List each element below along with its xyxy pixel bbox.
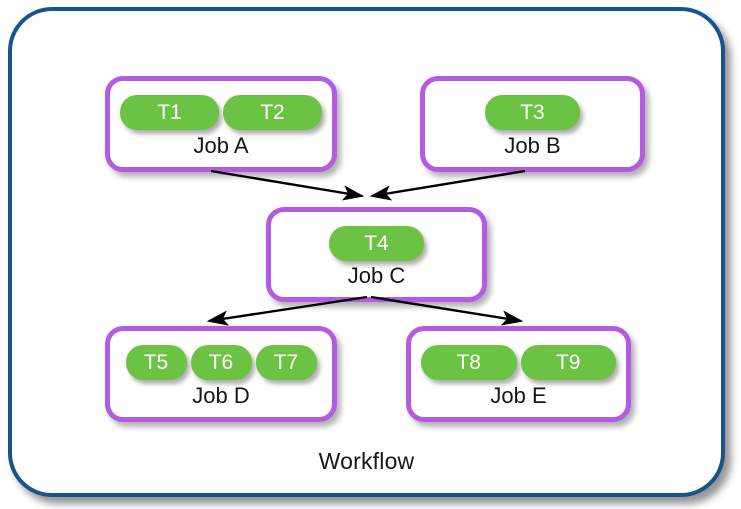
job-node-job-e[interactable]: T8 T9 Job E: [406, 326, 631, 422]
task-list: T4: [271, 226, 482, 261]
task-pill[interactable]: T1: [120, 95, 219, 130]
job-label: Job E: [490, 383, 547, 408]
task-pill[interactable]: T4: [329, 226, 424, 261]
task-pill[interactable]: T2: [223, 95, 322, 130]
job-label: Job B: [504, 133, 561, 158]
task-list: T8 T9: [411, 345, 626, 380]
task-pill[interactable]: T3: [485, 95, 580, 130]
task-list: T5 T6 T7: [110, 345, 332, 380]
task-list: T3: [425, 95, 640, 130]
task-pill[interactable]: T6: [190, 345, 252, 380]
workflow-container: T1 T2 Job A T3 Job B T4 Job C T5 T6 T7: [8, 7, 725, 497]
job-node-job-a[interactable]: T1 T2 Job A: [105, 76, 337, 172]
job-node-job-d[interactable]: T5 T6 T7 Job D: [105, 326, 337, 422]
job-node-job-c[interactable]: T4 Job C: [266, 207, 487, 302]
job-label: Job C: [347, 263, 406, 288]
task-pill[interactable]: T7: [255, 345, 317, 380]
task-list: T1 T2: [110, 95, 332, 130]
task-pill[interactable]: T9: [520, 345, 616, 380]
workflow-title: Workflow: [318, 448, 415, 474]
job-node-job-b[interactable]: T3 Job B: [420, 76, 645, 172]
task-pill[interactable]: T5: [125, 345, 187, 380]
job-label: Job D: [192, 383, 250, 408]
task-pill[interactable]: T8: [421, 345, 517, 380]
job-label: Job A: [193, 133, 249, 158]
